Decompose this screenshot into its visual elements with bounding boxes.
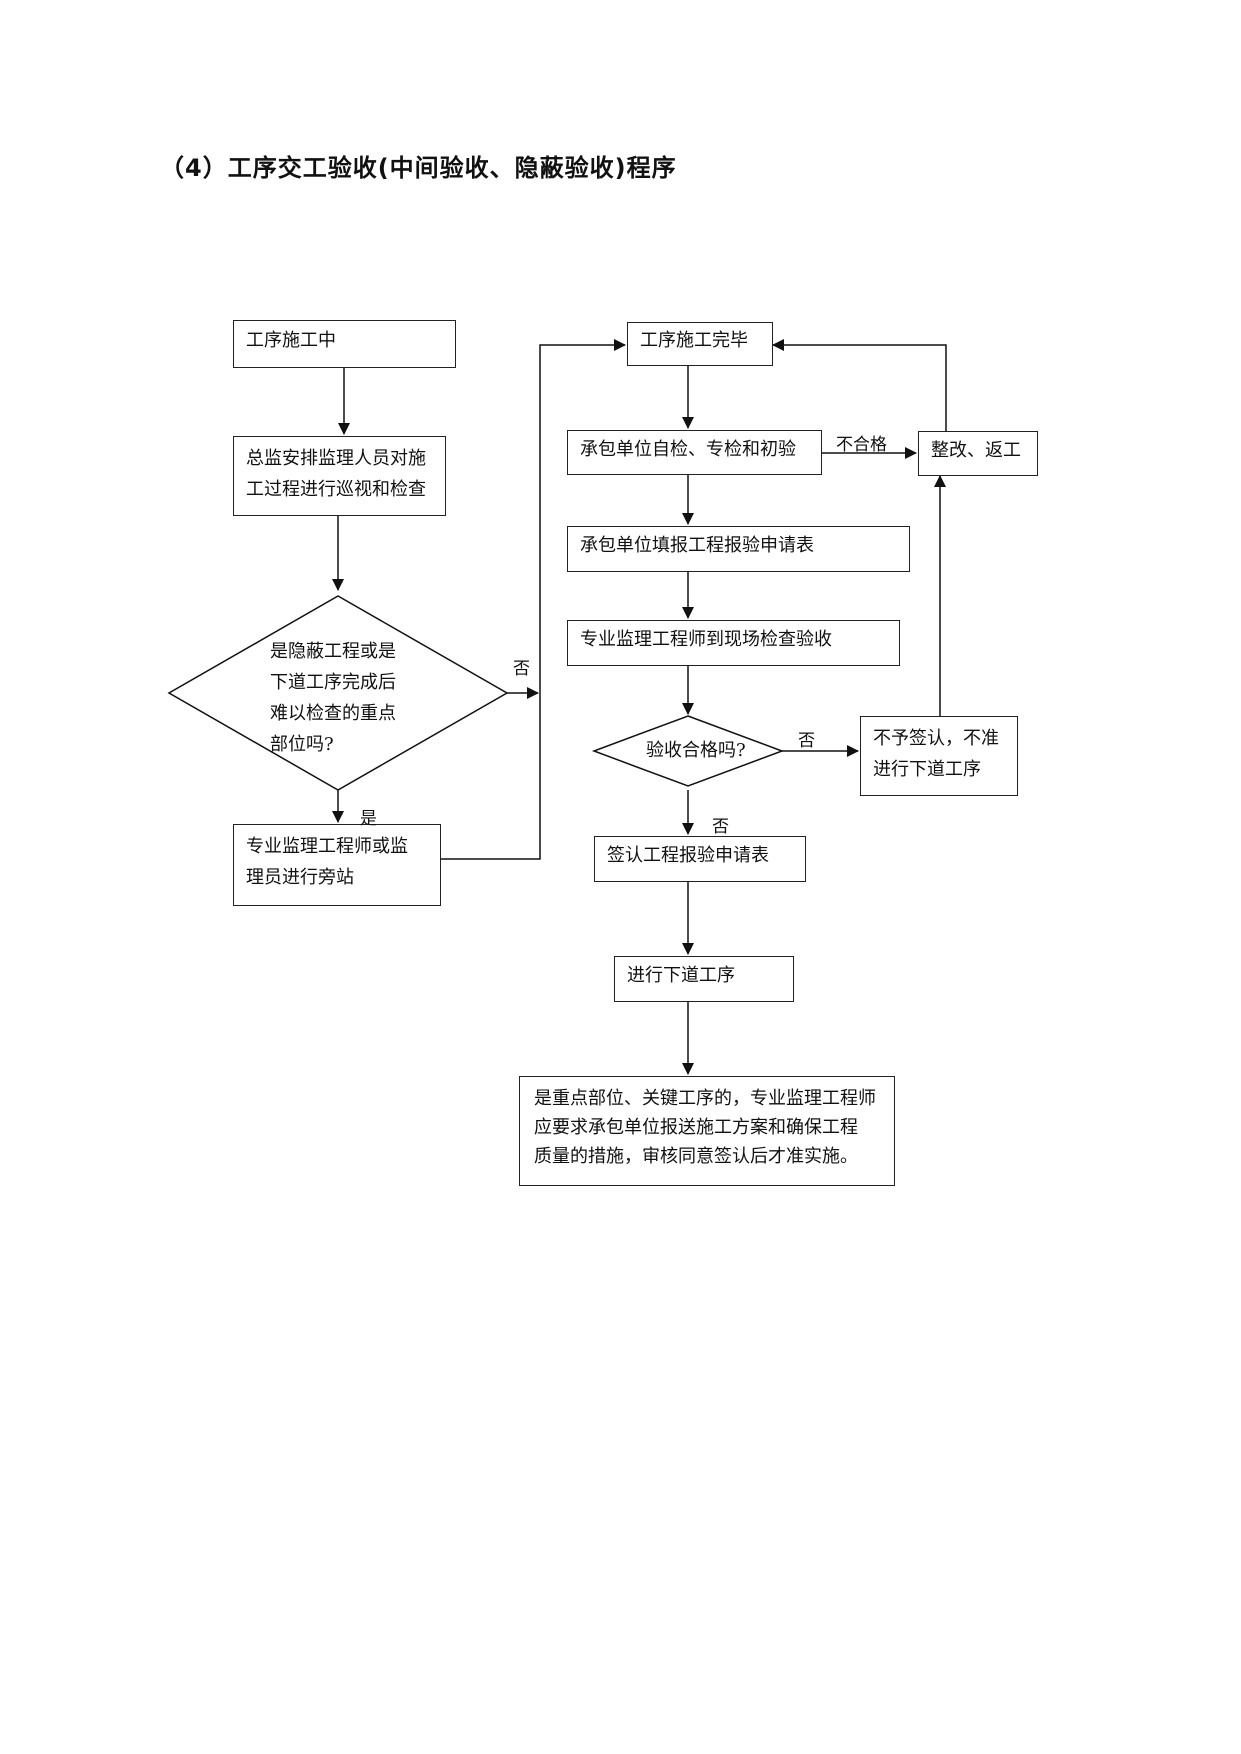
sign-form-box: 签认工程报验申请表 bbox=[594, 836, 806, 882]
key-note-box: 是重点部位、关键工序的，专业监理工程师 应要求承包单位报送施工方案和确保工程 质… bbox=[519, 1076, 895, 1186]
supervisor-standby-line-1: 专业监理工程师或监 bbox=[246, 836, 408, 857]
supervisor-standby-box: 专业监理工程师或监 理员进行旁站 bbox=[233, 824, 441, 906]
pass-decision-diamond bbox=[591, 715, 785, 787]
page-title: （4）工序交工验收(中间验收、隐蔽验收)程序 bbox=[160, 154, 677, 182]
construction-in-progress-box: 工序施工中 bbox=[233, 320, 456, 368]
edge-label-no-right: 否 bbox=[513, 659, 530, 679]
rectify-label: 整改、返工 bbox=[931, 440, 1021, 461]
edge-label-yes-pass: 否 bbox=[712, 817, 729, 837]
next-process-label: 进行下道工序 bbox=[627, 965, 735, 986]
construction-finished-box: 工序施工完毕 bbox=[627, 322, 773, 366]
chief-arranges-line-2: 工过程进行巡视和检查 bbox=[246, 479, 426, 500]
supervisor-standby-line-2: 理员进行旁站 bbox=[246, 867, 354, 888]
hidden-decision-line-4: 部位吗? bbox=[270, 734, 334, 755]
not-signed-box: 不予签认，不准 进行下道工序 bbox=[860, 716, 1018, 796]
not-signed-line-2: 进行下道工序 bbox=[873, 759, 981, 780]
chief-arranges-line-1: 总监安排监理人员对施 bbox=[246, 448, 426, 469]
key-note-line-1: 是重点部位、关键工序的，专业监理工程师 bbox=[534, 1088, 876, 1109]
contractor-submit-label: 承包单位填报工程报验申请表 bbox=[580, 535, 814, 556]
hidden-decision-text: 是隐蔽工程或是 下道工序完成后 难以检查的重点 部位吗? bbox=[270, 636, 396, 760]
sign-form-label: 签认工程报验申请表 bbox=[607, 845, 769, 866]
edge-label-unqualified: 不合格 bbox=[836, 435, 887, 455]
contractor-selfcheck-label: 承包单位自检、专检和初验 bbox=[580, 439, 796, 460]
engineer-onsite-box: 专业监理工程师到现场检查验收 bbox=[567, 620, 900, 666]
pass-decision-text: 验收合格吗? bbox=[646, 735, 746, 766]
hidden-decision-line-2: 下道工序完成后 bbox=[270, 672, 396, 693]
contractor-selfcheck-box: 承包单位自检、专检和初验 bbox=[567, 430, 822, 475]
pass-decision-label: 验收合格吗? bbox=[646, 740, 746, 761]
edge-label-yes-down: 是 bbox=[360, 809, 377, 829]
edge-label-no-pass: 否 bbox=[798, 731, 815, 751]
key-note-line-2: 应要求承包单位报送施工方案和确保工程 bbox=[534, 1117, 858, 1138]
key-note-line-3: 质量的措施，审核同意签认后才准实施。 bbox=[534, 1146, 858, 1167]
not-signed-line-1: 不予签认，不准 bbox=[873, 728, 999, 749]
chief-arranges-box: 总监安排监理人员对施 工过程进行巡视和检查 bbox=[233, 436, 446, 516]
contractor-submit-box: 承包单位填报工程报验申请表 bbox=[567, 526, 910, 572]
hidden-decision-line-1: 是隐蔽工程或是 bbox=[270, 641, 396, 662]
hidden-decision-diamond bbox=[167, 595, 509, 791]
hidden-decision-line-3: 难以检查的重点 bbox=[270, 703, 396, 724]
construction-in-progress-label: 工序施工中 bbox=[246, 330, 336, 351]
construction-finished-label: 工序施工完毕 bbox=[640, 330, 748, 351]
rectify-box: 整改、返工 bbox=[918, 431, 1038, 476]
engineer-onsite-label: 专业监理工程师到现场检查验收 bbox=[580, 629, 832, 650]
next-process-box: 进行下道工序 bbox=[614, 956, 794, 1002]
